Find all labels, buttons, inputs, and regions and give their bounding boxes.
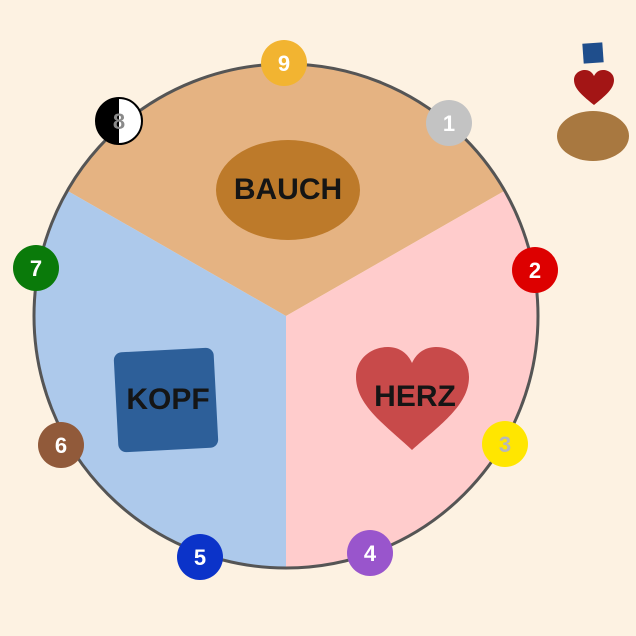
point-2-marker (512, 247, 558, 293)
square-icon (582, 42, 604, 64)
point-6-marker (38, 422, 84, 468)
point-4: 4 (347, 530, 393, 576)
point-9-label: 9 (278, 51, 290, 76)
section-label-herz: HERZ (374, 380, 456, 413)
point-8: 8 (95, 97, 143, 145)
point-3-label: 3 (499, 432, 511, 457)
point-1-marker (426, 100, 472, 146)
herz-emblem: HERZ (356, 347, 469, 450)
heart-icon (356, 347, 469, 450)
point-8-marker-black (96, 98, 119, 144)
point-1-label: 1 (443, 111, 455, 136)
point-6-label: 6 (55, 433, 67, 458)
section-label-kopf: KOPF (126, 383, 209, 416)
kopf-emblem: KOPF (113, 347, 219, 453)
point-1: 1 (426, 100, 472, 146)
point-9: 9 (261, 40, 307, 86)
point-3: 3 (482, 421, 528, 467)
point-2-label: 2 (529, 258, 541, 283)
point-9-marker (261, 40, 307, 86)
point-2: 2 (512, 247, 558, 293)
point-4-marker (347, 530, 393, 576)
square-icon (113, 347, 219, 453)
point-4-label: 4 (364, 541, 377, 566)
oval-icon (557, 111, 629, 161)
legend-icons (557, 42, 629, 161)
oval-icon (216, 140, 360, 240)
point-7-marker (13, 245, 59, 291)
point-6: 6 (38, 422, 84, 468)
point-5-label: 5 (194, 545, 206, 570)
point-8-outline (95, 97, 143, 145)
point-3-marker (482, 421, 528, 467)
point-7: 7 (13, 245, 59, 291)
point-7-label: 7 (30, 256, 42, 281)
bauch-emblem: BAUCH (216, 140, 360, 240)
heart-icon (574, 70, 614, 105)
point-5-marker (177, 534, 223, 580)
point-5: 5 (177, 534, 223, 580)
section-label-bauch: BAUCH (234, 173, 342, 206)
point-8-label: 8 (113, 109, 125, 134)
